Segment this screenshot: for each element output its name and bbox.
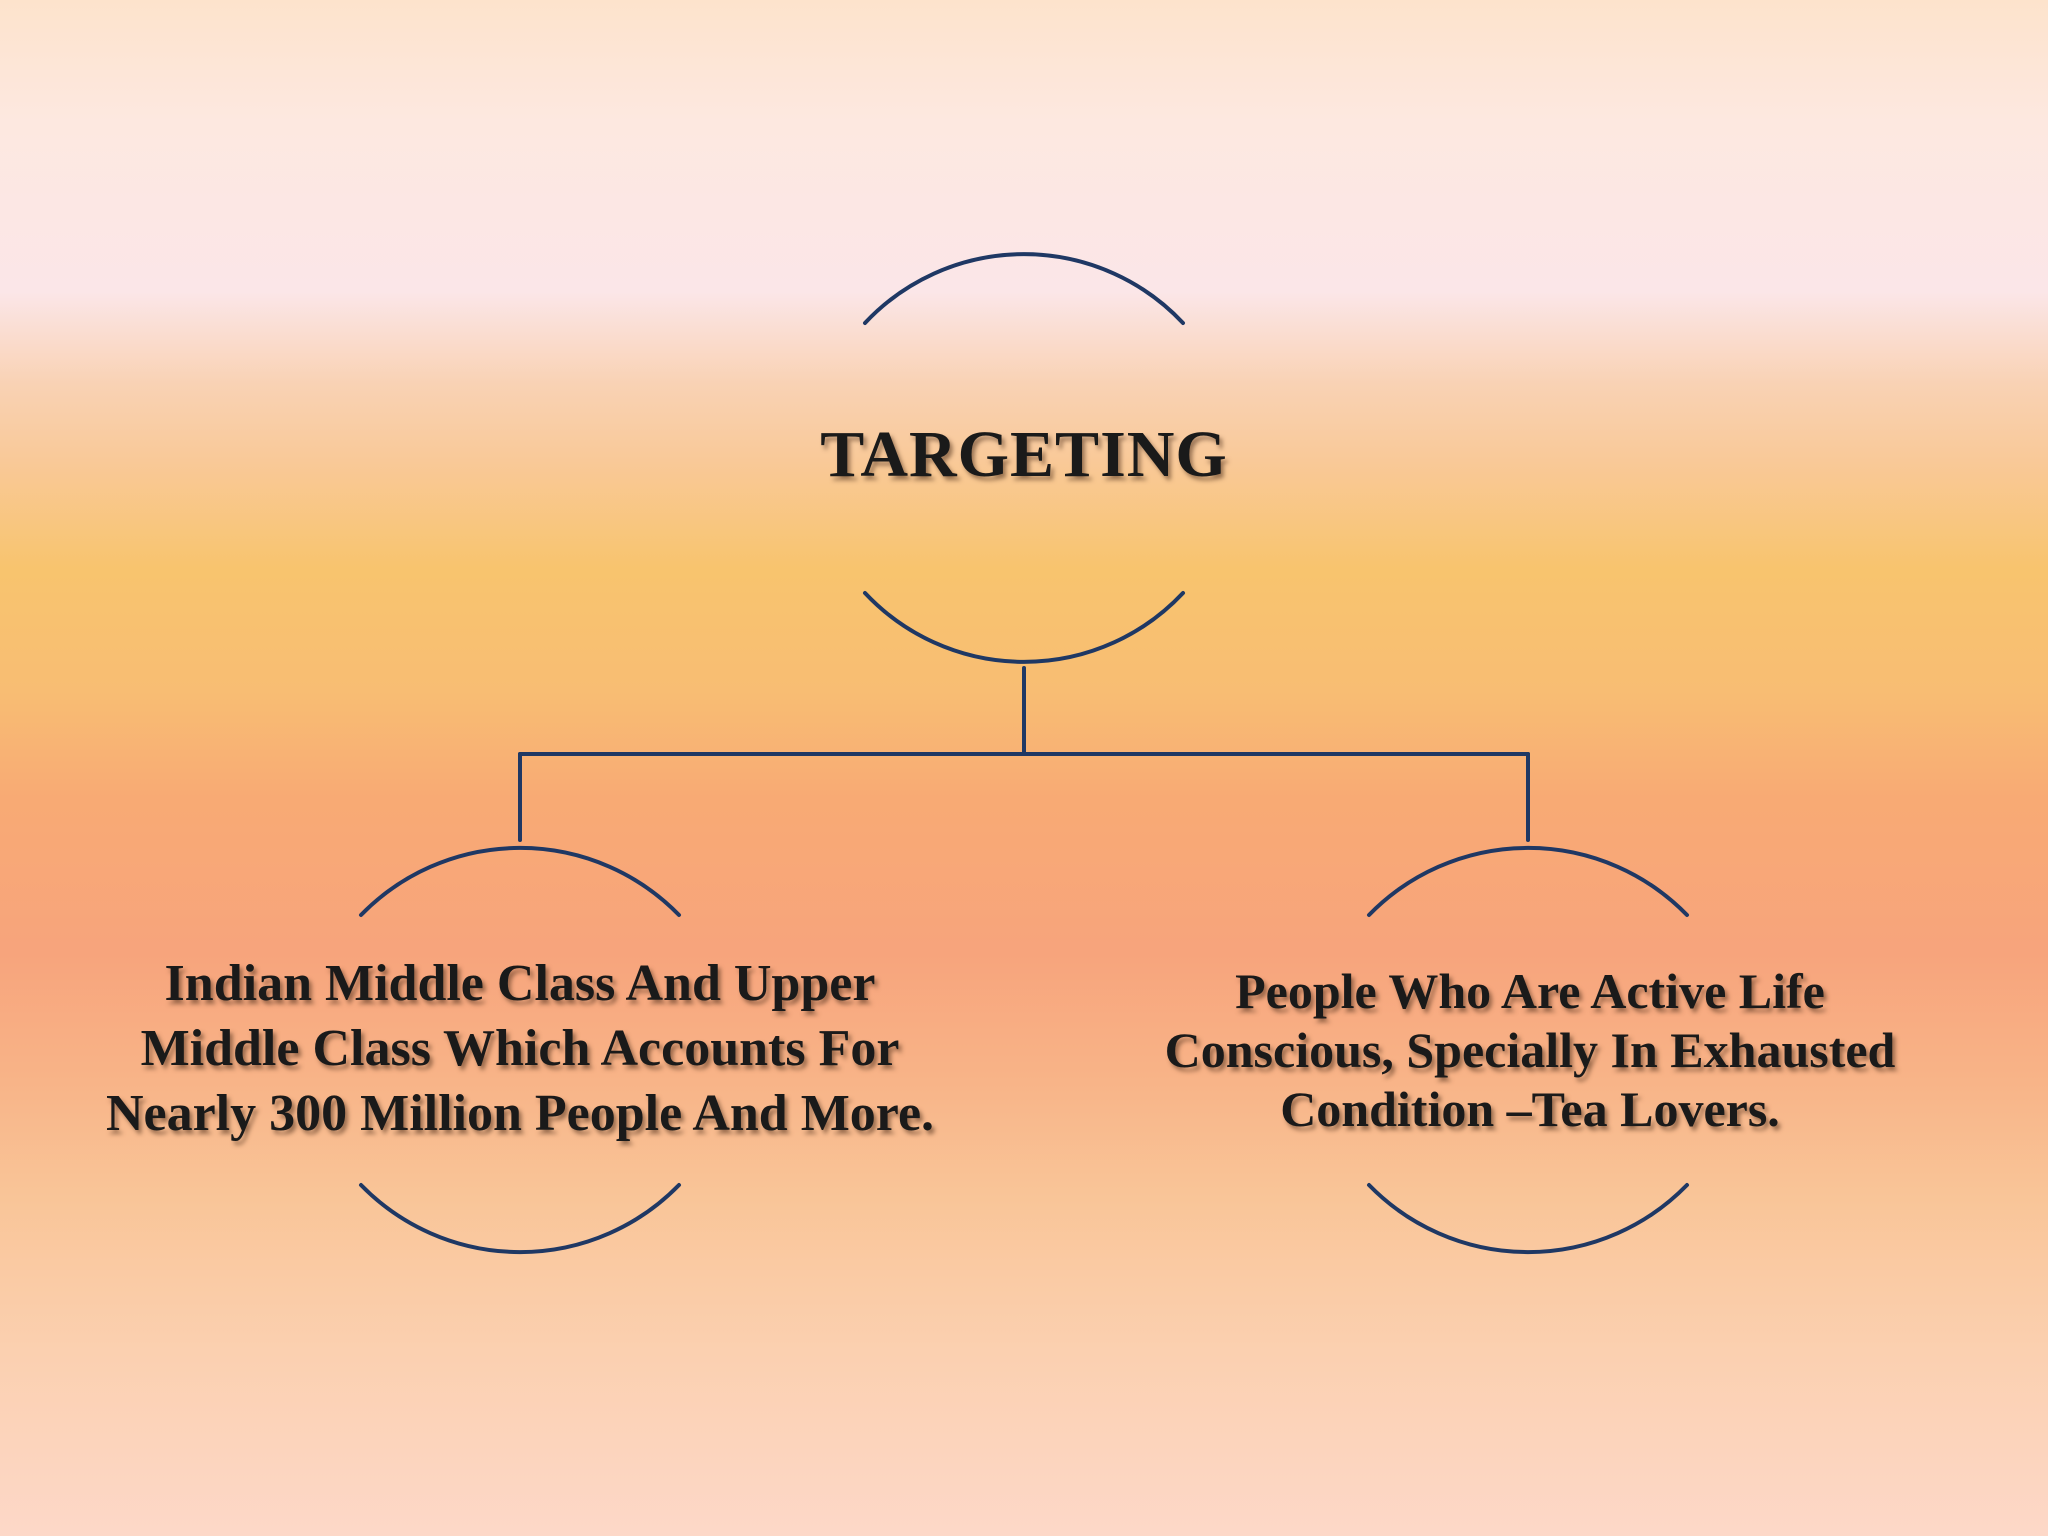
right-node-label: People Who Are Active Life Conscious, Sp… [1164,962,1896,1137]
root-node-top-arc [863,252,1185,325]
right-node-bottom-arc [1367,1183,1689,1254]
right-node-top-arc [1367,846,1689,917]
left-node-bottom-arc [359,1183,681,1254]
left-node-label: Indian Middle Class And Upper Middle Cla… [105,954,935,1142]
left-node-top-arc [359,846,681,917]
root-node-label: TARGETING [820,418,1228,491]
root-node-bottom-arc [863,591,1185,664]
